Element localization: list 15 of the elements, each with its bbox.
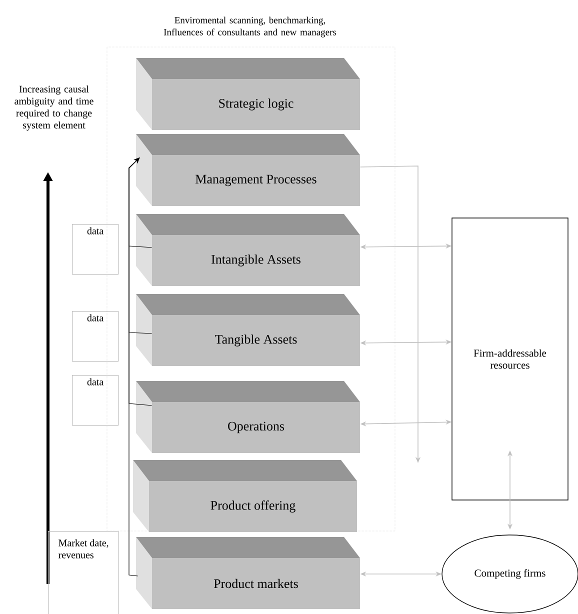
axis-label: Increasing causal ambiguity and time required to change system element (14, 85, 94, 131)
data-box: data (72, 375, 119, 426)
block: Tangible Assets (136, 294, 360, 366)
block: Intangible Assets (136, 214, 360, 286)
block: Product offering (133, 460, 357, 532)
heading: Enviromental scanning, benchmarking, Influences of consultants and new managers (164, 16, 336, 38)
block: Product markets (136, 537, 360, 609)
block: Strategic logic (136, 58, 360, 130)
data-box: Market date, revenues (48, 531, 119, 614)
arrow (128, 158, 140, 576)
data-box: data (72, 311, 119, 362)
block: Operations (136, 381, 360, 453)
resource-box: Firm-addressable resources (452, 218, 568, 500)
block: Management Processes (136, 134, 360, 206)
data-box: data (72, 224, 119, 275)
